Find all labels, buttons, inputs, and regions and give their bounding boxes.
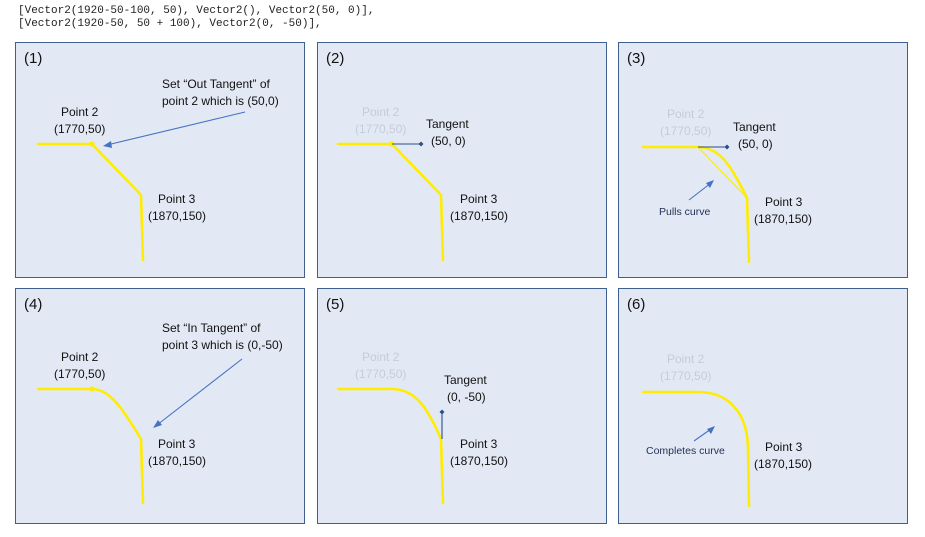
point2-coords: (1770,50) xyxy=(660,124,711,138)
tangent-title: Tangent xyxy=(733,120,776,134)
tangent-value: (50, 0) xyxy=(431,134,466,148)
note-line-1: Set “Out Tangent” of xyxy=(162,77,271,91)
panel-step-2: (2) Point 2 (1770,50) Tangent (50, 0) Po… xyxy=(317,42,607,278)
pulls-curve-note: Pulls curve xyxy=(659,206,711,218)
point2-marker xyxy=(89,386,95,392)
point2-name: Point 2 xyxy=(667,352,705,366)
note-arrowhead xyxy=(707,426,715,434)
panel-step-6: (6) Point 2 (1770,50) Point 3 (1870,150)… xyxy=(618,288,908,524)
point3-coords: (1870,150) xyxy=(450,454,508,468)
tangent-handle xyxy=(439,409,445,415)
tangent-handle xyxy=(724,144,730,150)
note-arrow xyxy=(693,428,712,442)
step-label: (2) xyxy=(326,50,344,67)
step-label: (6) xyxy=(627,296,645,313)
tangent-title: Tangent xyxy=(444,373,487,387)
point2-coords: (1770,50) xyxy=(54,122,105,136)
step-label: (1) xyxy=(24,50,42,67)
note-line-1: Set “In Tangent” of xyxy=(162,321,261,335)
tangent-title: Tangent xyxy=(426,117,469,131)
point3-coords: (1870,150) xyxy=(450,209,508,223)
point3-name: Point 3 xyxy=(158,192,196,206)
callout-arrowhead xyxy=(153,420,162,428)
yellow-path xyxy=(336,387,445,505)
point2-name: Point 2 xyxy=(362,105,400,119)
point3-name: Point 3 xyxy=(460,192,498,206)
yellow-path xyxy=(36,142,145,262)
point2-name: Point 2 xyxy=(667,107,705,121)
yellow-path xyxy=(641,390,751,508)
point2-name: Point 2 xyxy=(61,105,99,119)
callout-arrowhead xyxy=(103,141,112,148)
panel-step-5: (5) Point 2 (1770,50) Tangent (0, -50) P… xyxy=(317,288,607,524)
point2-marker xyxy=(89,141,95,147)
note-line-2: point 3 which is (0,-50) xyxy=(162,338,283,352)
point2-coords: (1770,50) xyxy=(54,367,105,381)
point3-coords: (1870,150) xyxy=(148,209,206,223)
point2-coords: (1770,50) xyxy=(355,367,406,381)
point3-coords: (1870,150) xyxy=(754,457,812,471)
panel-1-drawing: (1) Point 2 (1770,50) Set “Out Tangent” … xyxy=(24,50,279,262)
code-snippet: [Vector2(1920-50-100, 50), Vector2(), Ve… xyxy=(18,5,374,31)
original-path-ghost xyxy=(697,146,748,199)
panel-step-3: (3) Point 2 (1770,50) Tangent (50, 0) Po… xyxy=(618,42,908,278)
yellow-path xyxy=(336,142,445,262)
panel-step-1: (1) Point 2 (1770,50) Set “Out Tangent” … xyxy=(15,42,305,278)
note-arrow xyxy=(688,182,712,201)
tangent-value: (0, -50) xyxy=(447,390,486,404)
tangent-handle xyxy=(418,141,424,147)
note-line-2: point 2 which is (50,0) xyxy=(162,94,279,108)
point2-coords: (1770,50) xyxy=(355,122,406,136)
panel-step-4: (4) Point 2 (1770,50) Set “In Tangent” o… xyxy=(15,288,305,524)
point2-name: Point 2 xyxy=(362,350,400,364)
point3-coords: (1870,150) xyxy=(754,212,812,226)
yellow-path xyxy=(641,145,751,264)
panel-2-drawing: (2) Point 2 (1770,50) Tangent (50, 0) Po… xyxy=(326,50,508,262)
point2-coords: (1770,50) xyxy=(660,369,711,383)
yellow-path xyxy=(36,387,145,505)
step-label: (4) xyxy=(24,296,42,313)
callout-arrow xyxy=(106,111,246,146)
panel-5-drawing: (5) Point 2 (1770,50) Tangent (0, -50) P… xyxy=(326,296,508,505)
point3-name: Point 3 xyxy=(158,437,196,451)
tangent-value: (50, 0) xyxy=(738,137,773,151)
code-line: [Vector2(1920-50, 50 + 100), Vector2(0, … xyxy=(18,18,322,30)
code-line: [Vector2(1920-50-100, 50), Vector2(), Ve… xyxy=(18,5,375,17)
completes-curve-note: Completes curve xyxy=(646,445,725,457)
panel-3-drawing: (3) Point 2 (1770,50) Tangent (50, 0) Po… xyxy=(627,50,812,264)
note-arrowhead xyxy=(706,180,714,188)
step-label: (3) xyxy=(627,50,645,67)
point3-name: Point 3 xyxy=(765,440,803,454)
point3-coords: (1870,150) xyxy=(148,454,206,468)
callout-arrow xyxy=(156,358,243,426)
panel-4-drawing: (4) Point 2 (1770,50) Set “In Tangent” o… xyxy=(24,296,283,505)
panel-6-drawing: (6) Point 2 (1770,50) Point 3 (1870,150)… xyxy=(627,296,812,508)
step-label: (5) xyxy=(326,296,344,313)
point2-name: Point 2 xyxy=(61,350,99,364)
point3-name: Point 3 xyxy=(765,195,803,209)
point3-name: Point 3 xyxy=(460,437,498,451)
